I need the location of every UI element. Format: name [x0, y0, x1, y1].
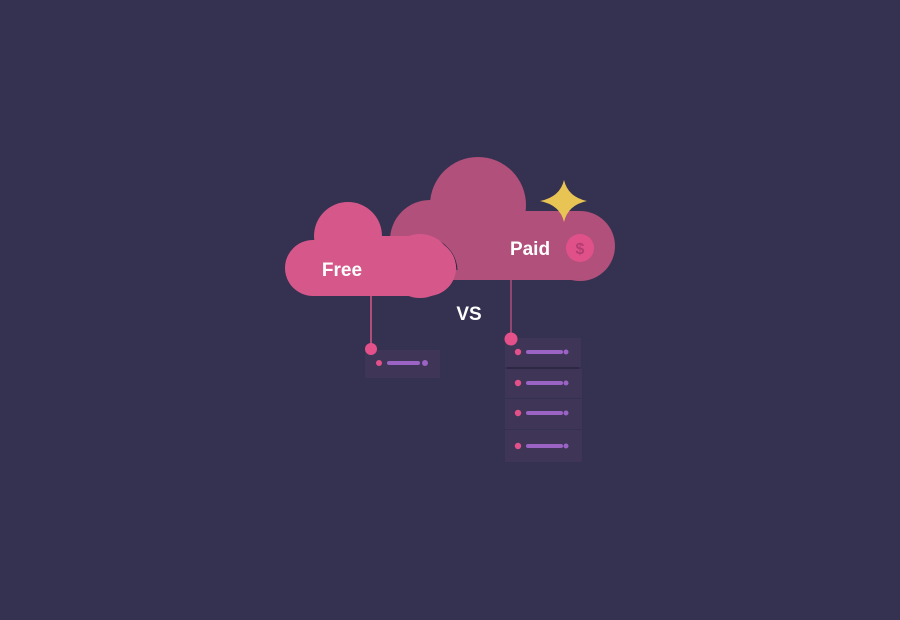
- vs-label: VS: [456, 304, 481, 325]
- paid-label: Paid: [510, 239, 550, 260]
- free-cloud: [285, 202, 456, 298]
- free-label: Free: [322, 260, 362, 281]
- sparkle-star-icon: [540, 180, 587, 222]
- free-server: [365, 296, 440, 378]
- dollar-icon: $: [566, 234, 594, 262]
- paid-server-stack: [504, 280, 582, 462]
- svg-text:$: $: [576, 241, 585, 258]
